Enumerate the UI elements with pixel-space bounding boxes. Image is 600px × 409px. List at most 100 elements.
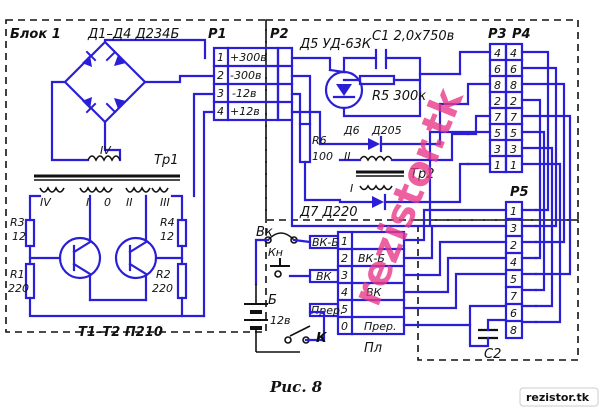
winding-iv-sec-label: IV: [40, 196, 52, 209]
site-badge[interactable]: rezistor.tk: [519, 387, 599, 407]
p5-pin-4: 4: [510, 256, 517, 269]
p4-pin-3: 8: [510, 79, 517, 92]
battery-label: Б: [268, 293, 277, 308]
resistor-r2-icon: [176, 262, 188, 300]
connector-p1-label: P1: [208, 27, 227, 42]
connector-p4: [504, 42, 524, 174]
c2-label: C2: [484, 347, 501, 362]
p4-pin-4: 2: [510, 95, 517, 108]
p1-pin2-num: 2: [217, 69, 224, 82]
pl-row6-num: 0: [341, 320, 348, 333]
winding-ii-label: II: [126, 196, 133, 209]
p3-pin-7: 3: [494, 143, 501, 156]
p1-pin3-text: -12в: [232, 87, 256, 100]
figure-caption: Рис. 8: [269, 378, 323, 396]
winding-iii-label: III: [160, 196, 170, 209]
p4-pin-1: 4: [510, 47, 517, 60]
transistor-t1-icon: [58, 236, 102, 280]
p5-pin-7: 6: [510, 307, 517, 320]
p5-pin-2: 3: [510, 222, 517, 235]
transistor-circuit: [24, 92, 216, 318]
pl-row6-right: Прер.: [364, 320, 397, 333]
diode-d4-icon: [105, 98, 126, 114]
d5-c1-r5-group: [290, 48, 462, 126]
p3-pin-5: 7: [494, 111, 501, 124]
pl-row1-num: 1: [341, 235, 348, 248]
p1-pin3-num: 3: [217, 87, 224, 100]
diode-bridge-label: Д1–Д4 Д234Б: [87, 27, 179, 42]
block1-frame: [5, 19, 267, 333]
resistor-r3-icon: [24, 218, 36, 248]
connector-p3-label: P3: [488, 27, 507, 42]
r4-label: R4: [160, 216, 175, 229]
p3-pin-8: 1: [494, 159, 501, 172]
site-badge-text: rezistor.tk: [526, 391, 590, 404]
r5-label: R5 300к: [372, 89, 426, 104]
transformer-tr1-label: Тр1: [154, 153, 178, 168]
pl-row5-num: 5: [341, 303, 348, 316]
p1-pin2-text: -300в: [230, 69, 261, 82]
d5-label: Д5 УД-63К: [299, 37, 372, 52]
connector-p5-label: P5: [510, 185, 529, 200]
p1-pin1-text: +300в: [230, 51, 267, 64]
p4-pin-2: 6: [510, 63, 517, 76]
p4-pin-6: 5: [510, 127, 517, 140]
transistors-label: T1–T2 П210: [78, 325, 163, 340]
diode-bridge: [50, 38, 216, 162]
resistor-r6-icon: [298, 122, 312, 164]
connector-p2: [276, 46, 294, 122]
connector-p2-label: P2: [270, 27, 289, 42]
diode-d3-icon: [82, 97, 97, 114]
p3-pin-2: 6: [494, 63, 501, 76]
diode-d6-icon: [368, 138, 380, 150]
r2-value: 220: [152, 282, 173, 295]
tr2-label: Тр2: [410, 167, 434, 182]
r2-label: R2: [156, 268, 171, 281]
diode-d7-icon: [372, 196, 384, 208]
pl-row5-left: Прер.: [311, 304, 344, 317]
r3-value: 12: [12, 230, 26, 243]
diode-d1-icon: [82, 50, 97, 67]
tr2-winding-i: I: [350, 182, 353, 195]
winding-iv-label: IV: [100, 144, 112, 157]
p1-pin1-num: 1: [217, 51, 224, 64]
r6-label: R6: [312, 134, 327, 147]
d7-label: Д7 Д220: [299, 205, 358, 220]
d6-type-label: Д205: [371, 124, 402, 137]
block3-frame: [417, 219, 579, 361]
d6-label: Д6: [343, 124, 360, 137]
p4-pin-7: 3: [510, 143, 517, 156]
p3-pin-3: 8: [494, 79, 501, 92]
p3-pin-4: 2: [494, 95, 501, 108]
r1-value: 220: [8, 282, 29, 295]
pl-label: Пл: [364, 341, 382, 356]
pl-row1-left: ВК-Б: [312, 236, 339, 249]
p3-pin-6: 5: [494, 127, 501, 140]
k-label: К: [316, 331, 328, 346]
kn-label: Кн: [268, 246, 283, 259]
winding-o-label: 0: [104, 196, 111, 209]
connector-p5: [504, 200, 524, 340]
p5-pin-3: 2: [510, 239, 517, 252]
r6-value: 100: [312, 150, 333, 163]
r3-label: R3: [10, 216, 25, 229]
winding-i-label: I: [86, 196, 89, 209]
p5-pin-5: 5: [510, 273, 517, 286]
p1-pin4-text: +12в: [230, 105, 260, 118]
r4-value: 12: [160, 230, 174, 243]
r6-d6-tr2-d7-group: [290, 92, 470, 211]
vk-label: Вк: [256, 225, 273, 240]
block1-title: Блок 1: [10, 27, 61, 42]
pl-row2-num: 2: [341, 252, 348, 265]
capacitor-c2-icon: [468, 318, 508, 348]
pl-row4-num: 4: [341, 286, 348, 299]
connector-p4-label: P4: [512, 27, 531, 42]
resistor-r4-icon: [176, 218, 188, 248]
p3-pin-1: 4: [494, 47, 501, 60]
tr2-winding-ii: II: [344, 150, 351, 163]
p5-pin-8: 8: [510, 324, 517, 337]
p5-pin-6: 7: [510, 290, 517, 303]
transformer-tr1: [34, 155, 180, 193]
key-k: [284, 310, 326, 344]
